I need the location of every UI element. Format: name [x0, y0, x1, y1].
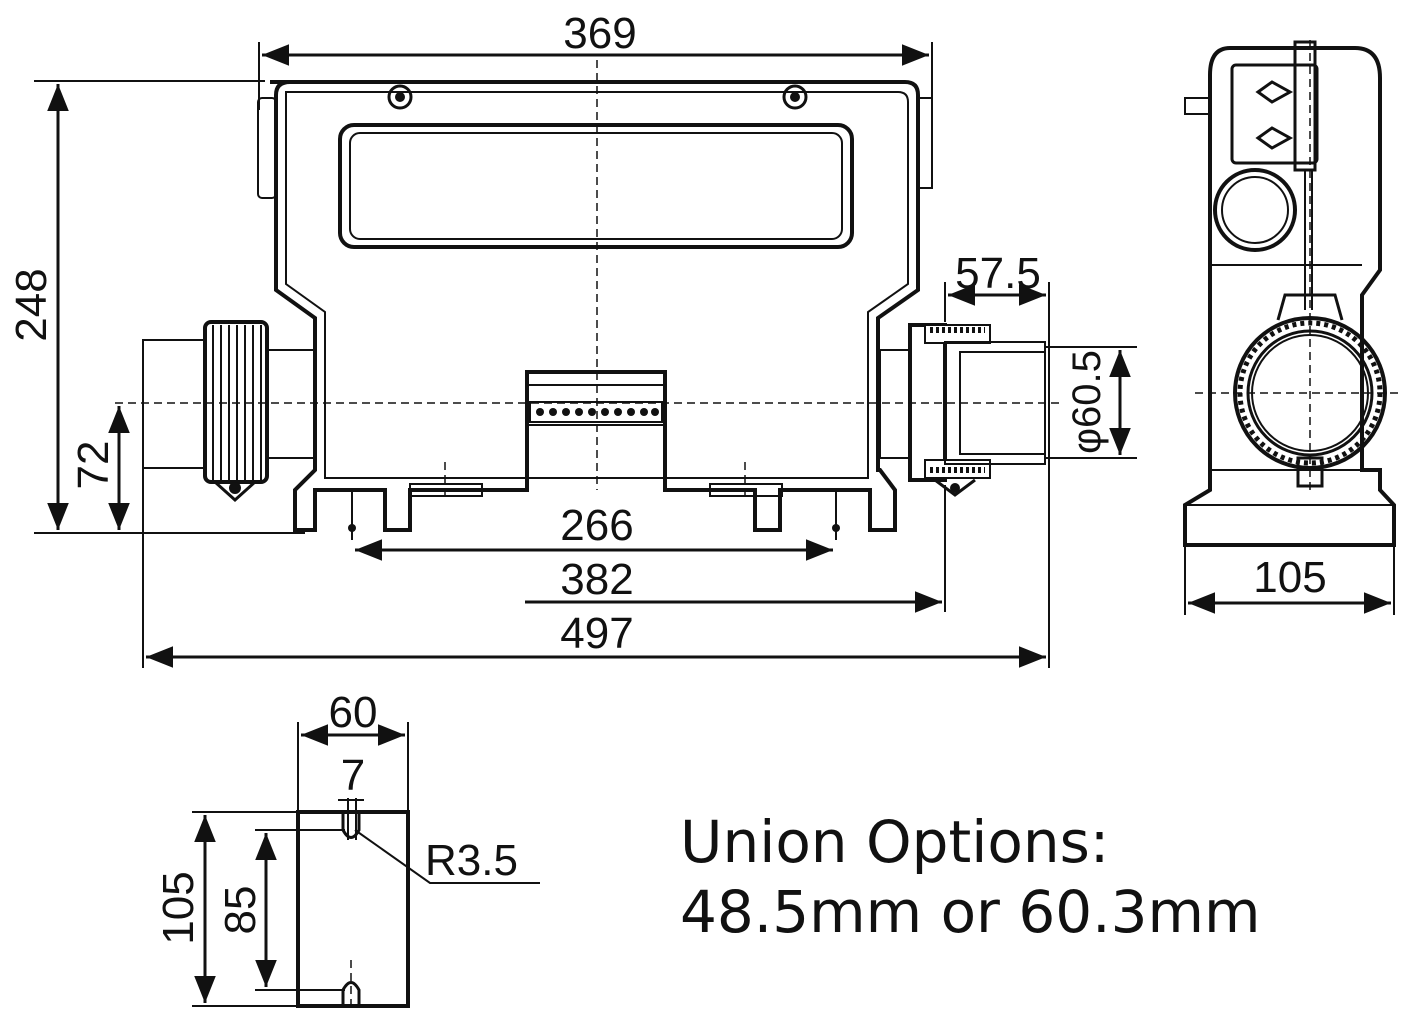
right-union	[879, 323, 1046, 497]
dim-height-center: 72	[69, 441, 118, 490]
dim-slot-radius: R3.5	[425, 836, 518, 885]
dim-foot-spacing: 266	[560, 501, 633, 550]
foot-detail	[296, 798, 540, 1012]
dim-union-to-union: 382	[560, 555, 633, 604]
dim-overall-length: 497	[560, 609, 633, 658]
dim-union-depth: 57.5	[955, 249, 1041, 298]
dim-union-diameter: φ60.5	[1065, 350, 1109, 454]
screw-icon	[782, 84, 808, 110]
dim-top-width: 369	[563, 9, 636, 58]
heater-coil	[529, 401, 663, 423]
dim-slot-width: 7	[341, 751, 365, 800]
dim-height-total: 248	[7, 268, 56, 341]
dim-slot-spacing: 85	[216, 886, 265, 935]
front-view	[115, 60, 1060, 540]
dim-foot-width: 60	[329, 688, 378, 737]
housing-outline	[270, 80, 920, 532]
dim-side-width: 105	[1253, 553, 1326, 602]
display-window	[338, 123, 854, 249]
left-union	[142, 320, 316, 503]
side-view	[1183, 40, 1400, 547]
screw-icon	[387, 84, 413, 110]
union-options-sizes: 48.5mm or 60.3mm	[680, 878, 1260, 946]
dim-foot-height: 105	[154, 871, 203, 944]
union-options-title: Union Options:	[680, 808, 1109, 876]
